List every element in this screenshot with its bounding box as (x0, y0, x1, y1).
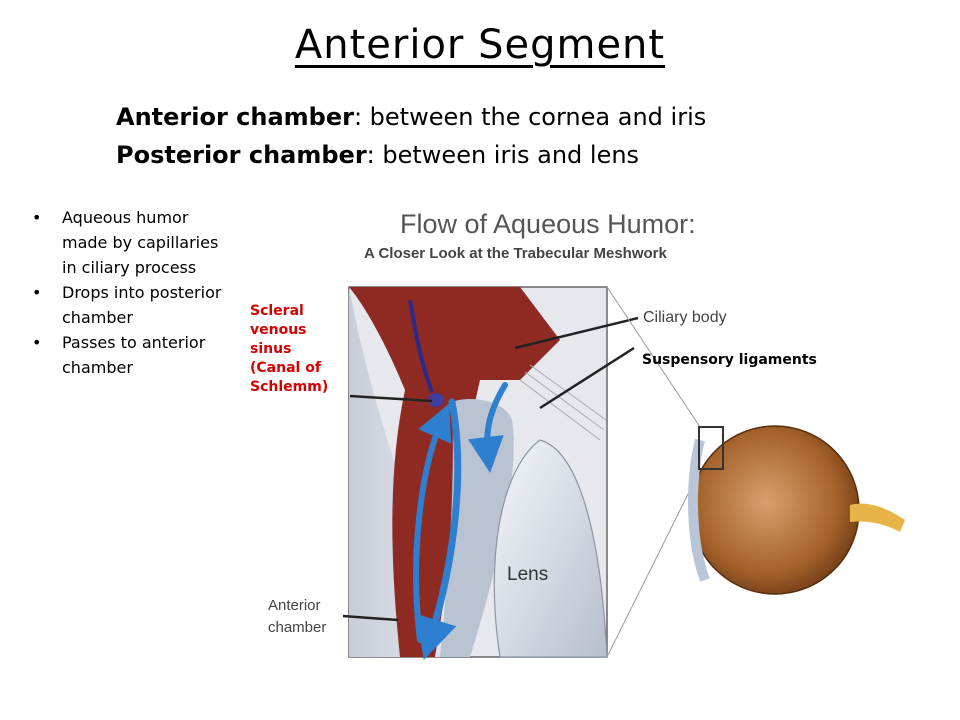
list-item: Passes to anterior chamber (32, 330, 232, 380)
aqueous-flow-arrow (413, 403, 452, 643)
figure-heading: Flow of Aqueous Humor: (400, 209, 696, 239)
definition-anterior: Anterior chamber: between the cornea and… (116, 98, 706, 136)
suspensory-ligaments-label: Suspensory ligaments (642, 352, 817, 368)
anterior-chamber-label: chamber (268, 619, 326, 636)
cornea-thumbnail (688, 438, 710, 582)
ciliary-body-label: Ciliary body (643, 309, 727, 326)
annotation-line: Schlemm) (250, 379, 329, 395)
chamber-definitions: Anterior chamber: between the cornea and… (116, 98, 706, 174)
anterior-chamber-label: Anterior (268, 597, 321, 614)
definition-term: Anterior chamber (116, 103, 354, 131)
lens-shape (493, 439, 608, 658)
suspensory-ligament-line (529, 364, 607, 421)
closeup-panel: Lens (348, 286, 608, 661)
lens-label: Lens (507, 564, 548, 585)
definition-term: Posterior chamber (116, 141, 367, 169)
aqueous-flow-arrow (416, 398, 462, 661)
figure-subheading: A Closer Look at the Trabecular Meshwork (364, 245, 668, 262)
zoom-line (606, 286, 701, 428)
aqueous-flow-arrow (467, 382, 508, 473)
ciliary-body-callout: Ciliary body (514, 309, 727, 350)
suspensory-pointer (539, 346, 635, 410)
anterior-chamber-pointer (342, 614, 399, 622)
schlemm-pointer (349, 394, 433, 403)
definition-text: : between iris and lens (366, 141, 640, 169)
scleral-venous-sinus-label: Scleral venous sinus (Canal of Schlemm) (250, 302, 328, 397)
suspensory-ligament-line (519, 379, 601, 441)
cornea-shape (349, 287, 470, 657)
zoom-box (698, 426, 724, 470)
zoom-line (606, 469, 701, 658)
list-item: Aqueous humor made by capillaries in cil… (32, 205, 232, 280)
anterior-chamber-callout: Anterior chamber (268, 597, 399, 636)
ciliary-body-pointer (514, 316, 639, 350)
bullet-list: Aqueous humor made by capillaries in cil… (32, 205, 232, 380)
eyeball-shape (690, 425, 860, 595)
optic-nerve-shape (850, 503, 905, 532)
scleral-vein (408, 299, 434, 393)
list-item: Drops into posterior chamber (32, 280, 232, 330)
annotation-line: sinus (250, 341, 292, 357)
page-title: Anterior Segment (294, 22, 666, 68)
definition-text: : between the cornea and iris (353, 103, 707, 131)
annotation-line: venous (250, 322, 307, 338)
annotation-line: (Canal of (250, 360, 321, 376)
definition-posterior: Posterior chamber: between iris and lens (116, 136, 706, 174)
canal-of-schlemm (428, 393, 444, 407)
eye-thumbnail (606, 286, 905, 658)
annotation-line: Scleral (250, 303, 304, 319)
suspensory-ligament-line (524, 371, 605, 431)
